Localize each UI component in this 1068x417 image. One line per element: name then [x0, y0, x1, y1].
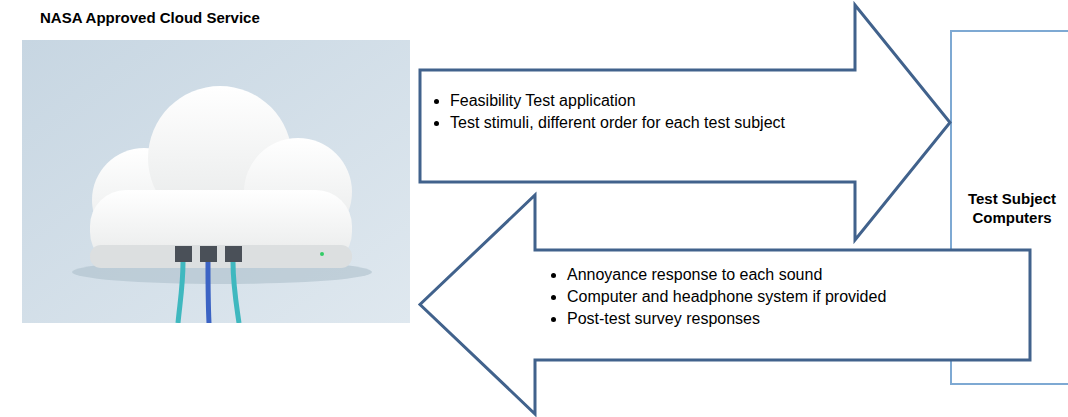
block-arrow [420, 195, 1030, 414]
node-heading: NASA Approved Cloud Service [40, 9, 260, 26]
cloud-service-node: NASA Approved Cloud Service [22, 5, 412, 325]
bullet-item: Test stimuli, different order for each t… [450, 112, 860, 134]
bullet-list: Feasibility Test applicationTest stimuli… [428, 90, 860, 134]
bullet-item: Feasibility Test application [450, 90, 860, 112]
bullet-list: Annoyance response to each soundComputer… [545, 264, 987, 330]
bullet-item: Computer and headphone system if provide… [567, 286, 987, 308]
cloud-illustration [22, 40, 410, 323]
node-label: Test Subject Computers [962, 189, 1062, 227]
bullet-item: Annoyance response to each sound [567, 264, 987, 286]
block-arrow [420, 5, 950, 240]
bullet-item: Post-test survey responses [567, 308, 987, 330]
